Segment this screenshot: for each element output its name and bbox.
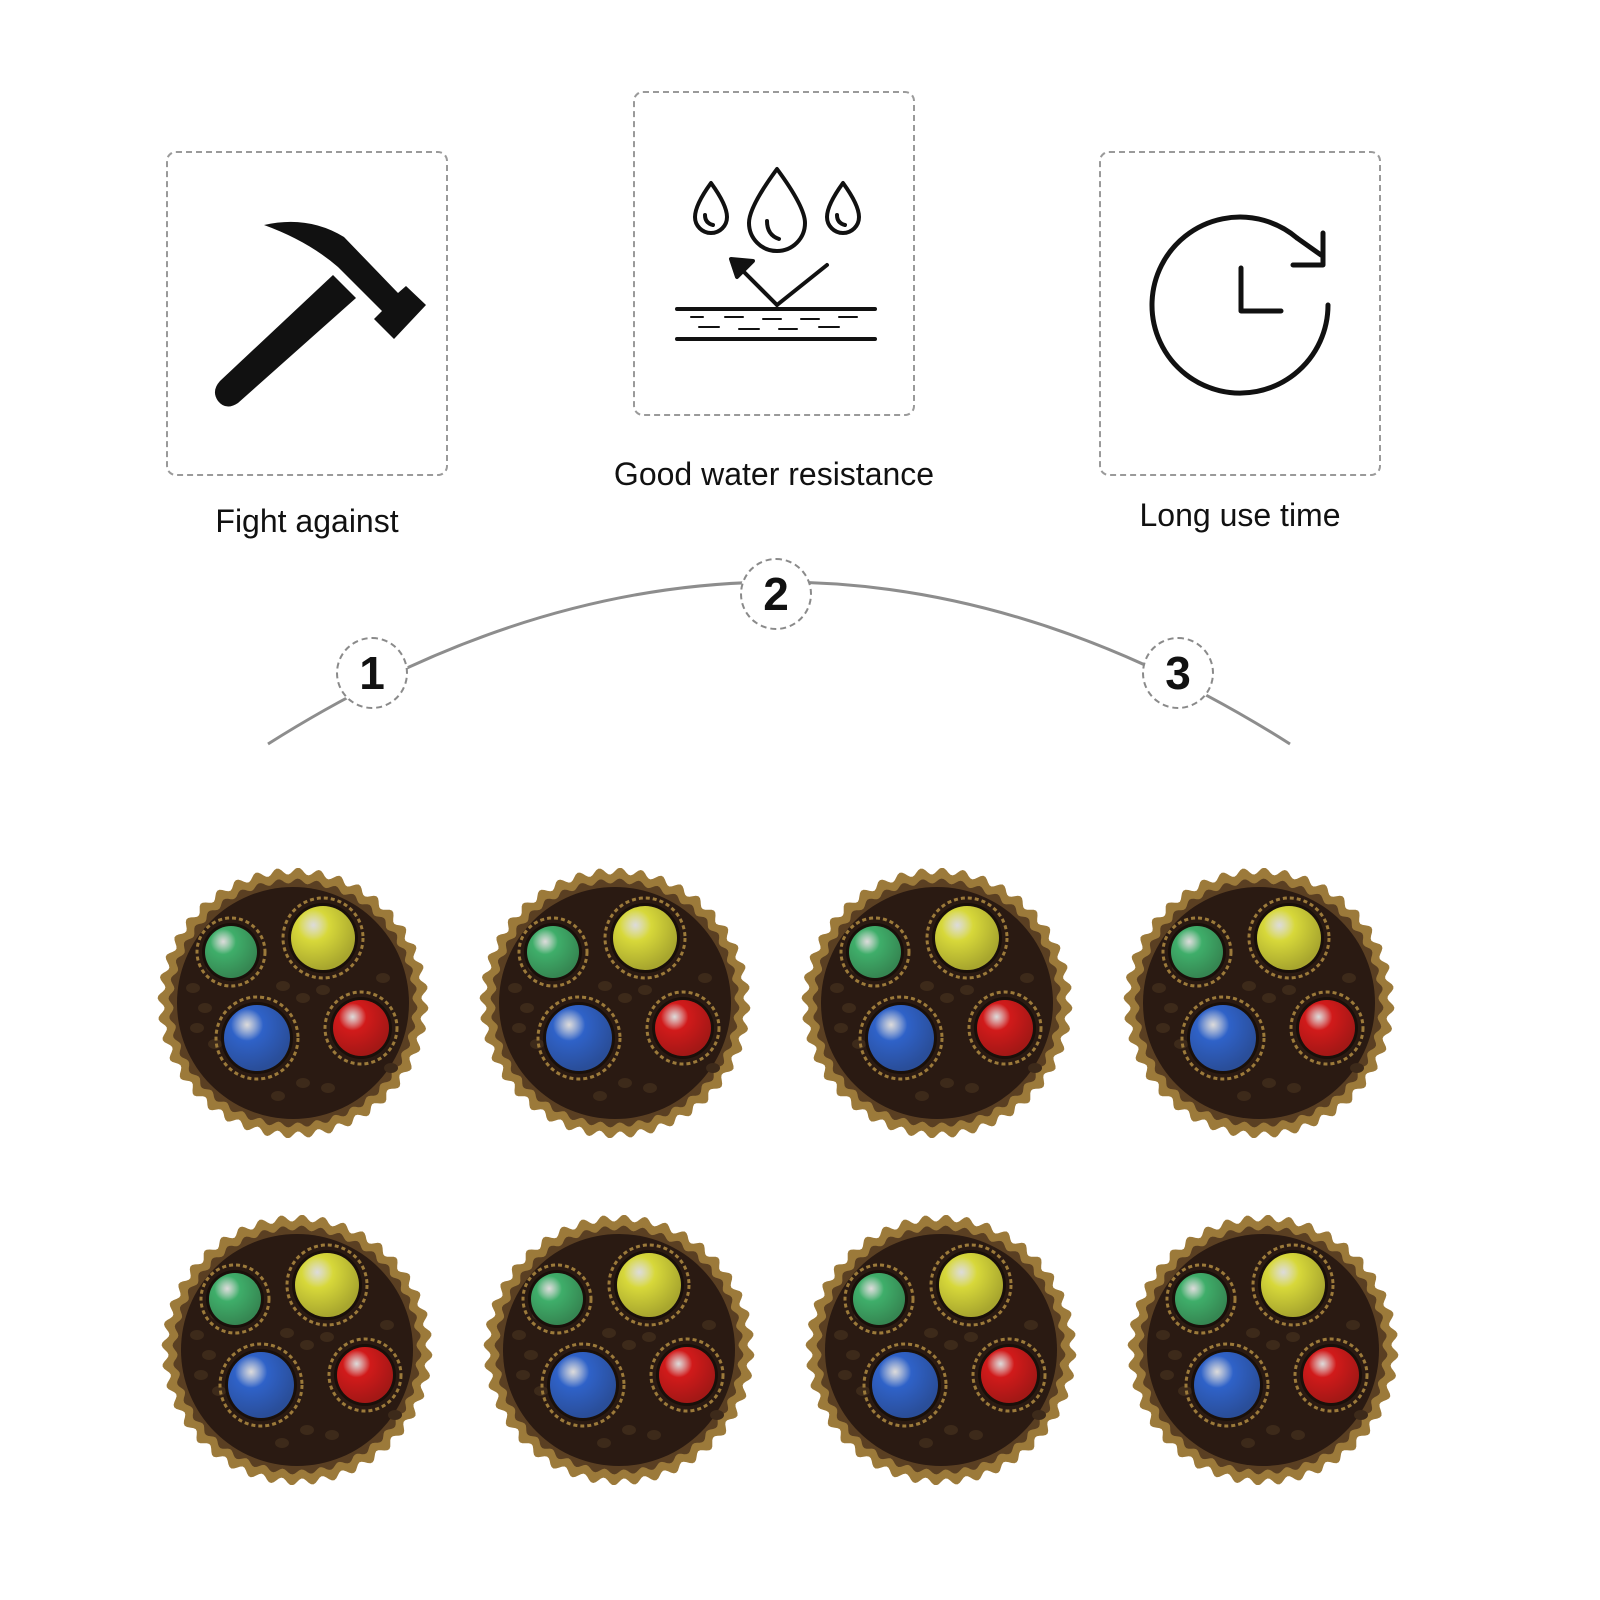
concho-item	[479, 1215, 759, 1485]
hammer-icon	[214, 221, 426, 407]
feature-label-fight: Fight against	[215, 503, 399, 539]
concho-item	[801, 1215, 1081, 1485]
concho-item	[475, 868, 755, 1138]
clock-refresh-icon	[1149, 214, 1331, 396]
concho-item	[1119, 868, 1399, 1138]
step-badge-3: 3	[1142, 637, 1214, 709]
step-badge-2: 2	[740, 558, 812, 630]
concho-item	[1123, 1215, 1403, 1485]
feature-label-time: Long use time	[1139, 497, 1341, 533]
feature-box-water	[633, 91, 915, 416]
concho-item	[157, 1215, 437, 1485]
step-arc	[267, 580, 1291, 746]
water-drops-icon	[675, 167, 877, 341]
feature-box-time	[1099, 151, 1381, 476]
concho-item	[153, 868, 433, 1138]
step-badge-1: 1	[336, 637, 408, 709]
feature-box-fight	[166, 151, 448, 476]
feature-label-water: Good water resistance	[613, 456, 935, 492]
concho-item	[797, 868, 1077, 1138]
